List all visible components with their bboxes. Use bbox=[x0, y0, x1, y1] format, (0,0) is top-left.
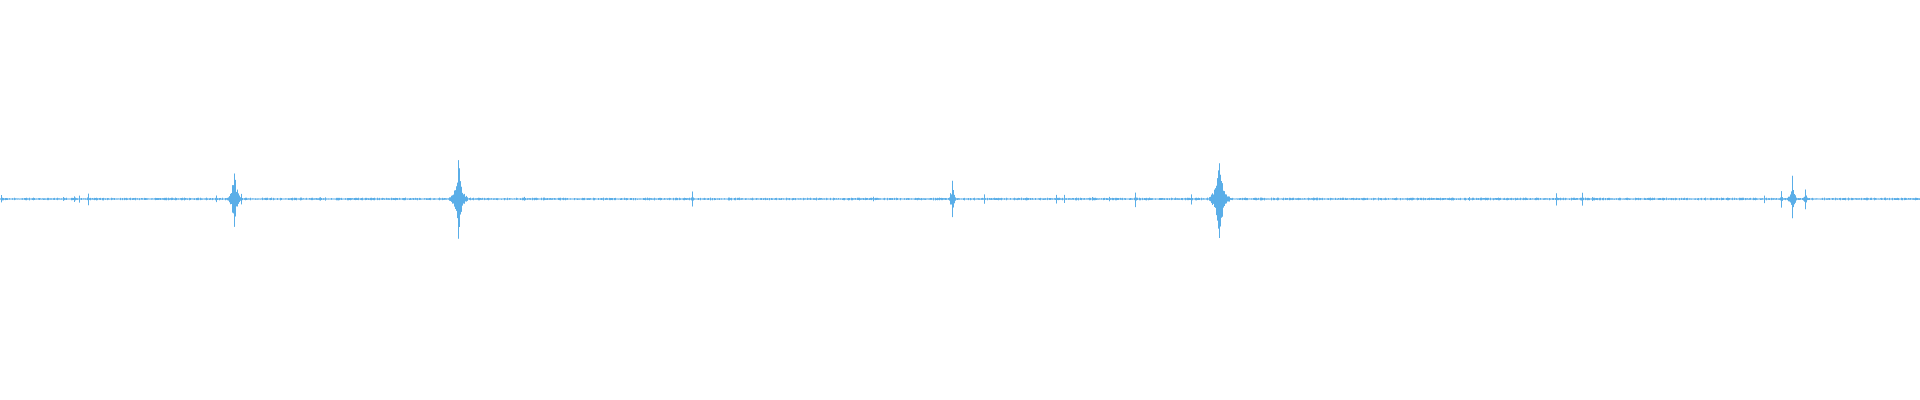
waveform-trace bbox=[0, 160, 1920, 239]
waveform-envelope bbox=[0, 160, 1920, 239]
